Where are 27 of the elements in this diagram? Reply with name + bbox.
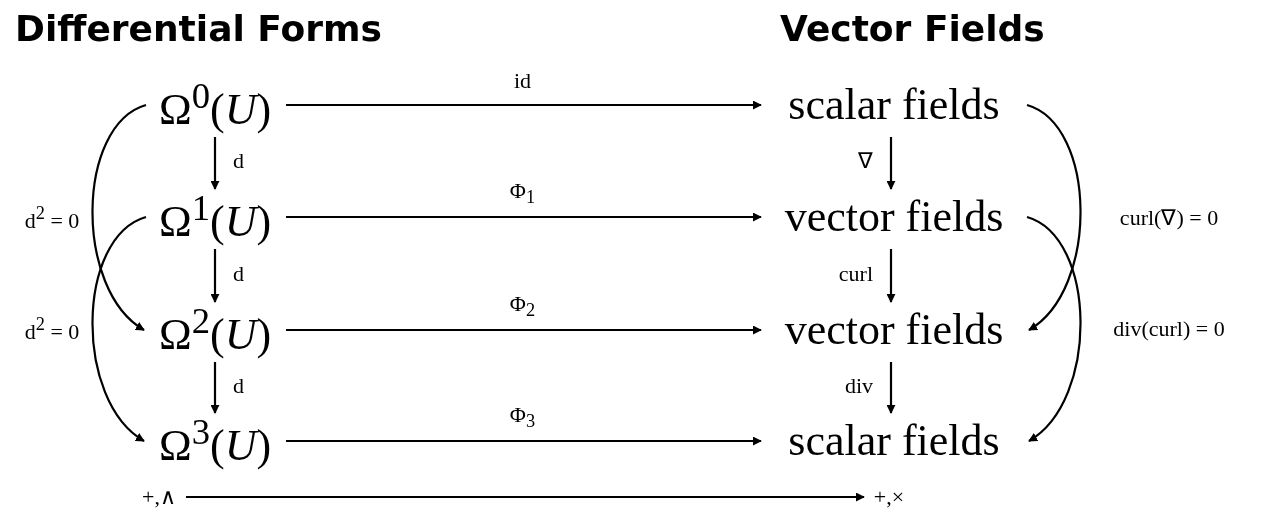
math-term: Ω$^{2}$(U) [148, 304, 282, 356]
arrow [91, 104, 147, 331]
arrow [286, 436, 762, 446]
math-term: Ω$^{0}$(U) [148, 79, 282, 131]
column-heading: Vector Fields [780, 8, 1045, 49]
math-term: scalar fields [763, 415, 1025, 467]
math-term: +,× [866, 484, 912, 510]
arrow [210, 137, 220, 190]
arrow [1026, 104, 1082, 331]
math-term: scalar fields [763, 79, 1025, 131]
arrow [91, 216, 147, 442]
arrow [286, 212, 762, 222]
arrow [886, 249, 896, 303]
arrow [286, 325, 762, 335]
arrow [186, 492, 865, 502]
math-term: +,∧ [136, 484, 182, 510]
math-term: vector fields [763, 304, 1025, 356]
arrow [886, 137, 896, 190]
arrow [210, 249, 220, 303]
arrow [210, 362, 220, 414]
math-term: vector fields [763, 191, 1025, 243]
arrow [286, 100, 762, 110]
arrow [886, 362, 896, 414]
column-heading: Differential Forms [15, 8, 382, 49]
math-term: Ω$^{1}$(U) [148, 191, 282, 243]
arrow [1026, 216, 1082, 442]
math-term: Ω$^{3}$(U) [148, 415, 282, 467]
